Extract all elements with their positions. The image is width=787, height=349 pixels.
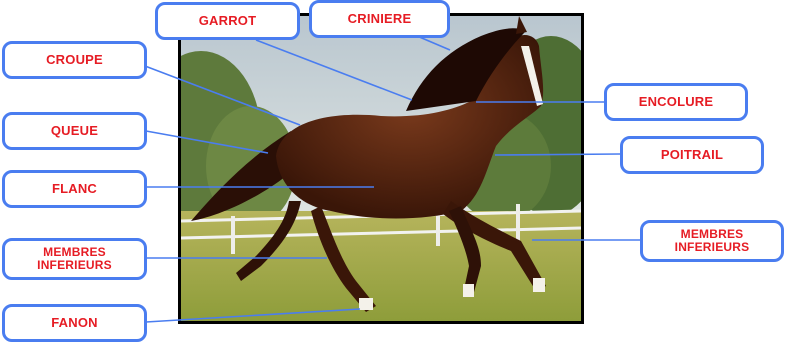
label-flanc-text: FLANC xyxy=(51,181,98,197)
label-queue-text: QUEUE xyxy=(50,123,99,139)
label-garrot: GARROT xyxy=(155,2,300,40)
label-garrot-text: GARROT xyxy=(198,13,257,29)
horse-illustration xyxy=(181,16,581,321)
label-encolure: ENCOLURE xyxy=(604,83,748,121)
label-membres-inferieurs-left: MEMBRES INFERIEURS xyxy=(2,238,147,280)
label-queue: QUEUE xyxy=(2,112,147,150)
label-criniere-text: CRINIERE xyxy=(347,11,412,27)
label-membres-inferieurs-right: MEMBRES INFERIEURS xyxy=(640,220,784,262)
label-poitrail: POITRAIL xyxy=(620,136,764,174)
horse-photo xyxy=(178,13,584,324)
label-croupe: CROUPE xyxy=(2,41,147,79)
label-flanc: FLANC xyxy=(2,170,147,208)
label-encolure-text: ENCOLURE xyxy=(638,94,714,110)
label-croupe-text: CROUPE xyxy=(46,52,103,68)
label-membres-inferieurs-right-text: MEMBRES INFERIEURS xyxy=(674,227,750,254)
label-membres-inferieurs-left-text: MEMBRES INFERIEURS xyxy=(37,245,112,272)
label-fanon: FANON xyxy=(2,304,147,342)
label-poitrail-text: POITRAIL xyxy=(660,147,724,163)
label-fanon-text: FANON xyxy=(51,315,98,331)
label-criniere: CRINIERE xyxy=(309,0,450,38)
